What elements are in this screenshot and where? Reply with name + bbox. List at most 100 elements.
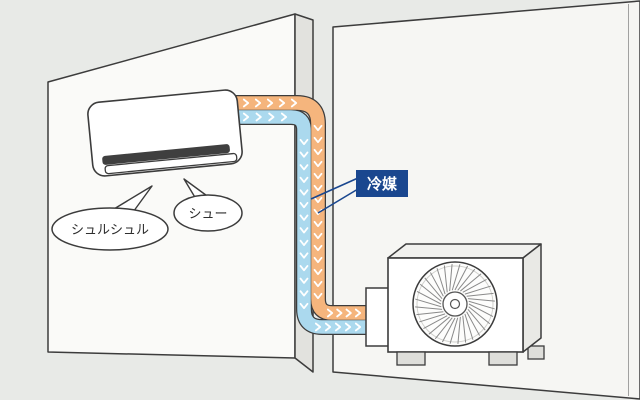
flow-arrow-chevron bbox=[313, 124, 323, 132]
fan-fin-line bbox=[464, 285, 491, 295]
flow-arrow-chevron bbox=[242, 112, 250, 122]
flow-arrows-warm-vertical bbox=[313, 124, 323, 300]
speech-bubble-shu: シュー bbox=[173, 178, 243, 232]
fan-fin-line bbox=[436, 268, 446, 295]
fan-fins bbox=[415, 264, 495, 344]
fan-fin-line bbox=[416, 311, 444, 316]
indoor-unit-vent bbox=[102, 144, 230, 165]
fan-fin-line bbox=[424, 277, 443, 299]
flow-arrow-chevron bbox=[313, 196, 323, 204]
fan-fin-line bbox=[443, 265, 448, 293]
refrigerant-pointer-line-cool bbox=[310, 177, 359, 200]
speech-bubble-body bbox=[51, 207, 169, 251]
flow-arrow-chevron bbox=[313, 136, 323, 144]
pipe-connector-box bbox=[365, 287, 391, 347]
flow-arrow-chevron bbox=[278, 98, 286, 108]
flow-arrow-chevron bbox=[268, 112, 275, 122]
fan-fin-line bbox=[419, 313, 446, 323]
flow-arrow-chevron bbox=[255, 112, 262, 122]
fan-fin-line bbox=[468, 303, 494, 318]
fan-fin-line bbox=[467, 298, 495, 302]
flow-arrow-chevron bbox=[313, 172, 323, 180]
fan-fin-line bbox=[449, 264, 453, 292]
fan-fin-line bbox=[462, 315, 467, 343]
fan-fin-line bbox=[419, 283, 442, 302]
pipe-warm bbox=[232, 96, 384, 320]
flow-arrow-chevron bbox=[345, 308, 352, 318]
flow-arrow-chevron bbox=[313, 256, 323, 264]
flow-arrow-chevron bbox=[299, 164, 309, 171]
flow-arrow-chevron bbox=[299, 151, 309, 158]
fan-fin-line bbox=[468, 300, 495, 310]
flow-arrows-cool-top bbox=[242, 112, 288, 122]
flow-arrows bbox=[242, 98, 362, 332]
flow-arrows-warm-top bbox=[242, 98, 298, 108]
fan-fin-line bbox=[434, 317, 453, 340]
outdoor-unit-foot-right bbox=[488, 351, 518, 366]
flow-arrow-chevron bbox=[299, 290, 309, 297]
fan-fin-line bbox=[466, 292, 494, 297]
fan-fin-line bbox=[415, 306, 443, 310]
fan-fin-line bbox=[457, 268, 476, 291]
flow-arrow-chevron bbox=[354, 322, 362, 332]
indoor-unit-flap bbox=[104, 152, 238, 175]
flow-arrow-chevron bbox=[299, 201, 309, 209]
flow-arrow-chevron bbox=[280, 112, 288, 122]
flow-arrows-cool-vertical bbox=[299, 138, 309, 310]
fan-fin-line bbox=[415, 298, 442, 308]
flow-arrow-chevron bbox=[299, 138, 309, 146]
flow-arrow-chevron bbox=[324, 322, 332, 332]
outdoor-unit-top-face bbox=[387, 243, 542, 259]
flow-arrow-chevron bbox=[314, 322, 322, 332]
flow-arrow-chevron bbox=[313, 244, 323, 252]
flow-arrow-chevron bbox=[290, 98, 298, 108]
fan-fin-line bbox=[416, 290, 442, 305]
speech-bubble-body bbox=[173, 194, 243, 232]
flow-arrow-chevron bbox=[299, 277, 309, 284]
sound-text-shu: シュー bbox=[188, 206, 227, 221]
flow-arrow-chevron bbox=[313, 292, 323, 300]
flow-arrow-chevron bbox=[313, 148, 323, 156]
speech-bubble-shurushuru: シュルシュル bbox=[51, 185, 169, 251]
flow-arrows-cool-bottom bbox=[314, 322, 362, 332]
flow-arrow-chevron bbox=[299, 189, 309, 196]
outdoor-unit bbox=[365, 243, 545, 366]
flow-arrow-chevron bbox=[334, 322, 342, 332]
flow-arrow-chevron bbox=[313, 268, 323, 276]
flow-arrow-chevron bbox=[354, 308, 362, 318]
outdoor-unit-foot-back bbox=[527, 345, 545, 360]
flow-arrow-chevron bbox=[313, 220, 323, 228]
fan-fin-line bbox=[464, 313, 474, 340]
fan-fin-line bbox=[462, 278, 487, 293]
fan-fin-line bbox=[466, 311, 481, 336]
fan-grille-inner-ring bbox=[416, 265, 494, 343]
flow-arrows-warm-bottom bbox=[326, 308, 362, 318]
flow-arrow-chevron bbox=[299, 214, 309, 221]
flow-arrow-chevron bbox=[313, 232, 323, 240]
refrigerant-pointer-line-warm bbox=[317, 188, 359, 214]
fan-fin-line bbox=[423, 315, 448, 330]
flow-arrow-chevron bbox=[299, 239, 309, 247]
fan-fin-line bbox=[451, 264, 461, 291]
outdoor-unit-side-face bbox=[522, 243, 542, 353]
flow-arrow-chevron bbox=[266, 98, 274, 108]
flow-arrow-chevron bbox=[313, 160, 323, 168]
fan-fin-line bbox=[454, 265, 469, 291]
fan-fin-line bbox=[449, 317, 459, 344]
fan-fin-line bbox=[457, 316, 461, 344]
sound-text-shurushuru: シュルシュル bbox=[71, 222, 149, 237]
flow-arrow-chevron bbox=[242, 98, 250, 108]
flow-arrow-chevron bbox=[313, 184, 323, 192]
fan-fin-line bbox=[428, 316, 450, 335]
fan-fin-line bbox=[441, 317, 456, 343]
fan-fin-line bbox=[468, 306, 491, 325]
flow-arrow-chevron bbox=[299, 252, 309, 259]
refrigerant-label-box bbox=[356, 170, 408, 197]
flow-arrow-chevron bbox=[299, 176, 309, 183]
fan-fin-line bbox=[460, 273, 482, 292]
indoor-unit bbox=[87, 89, 243, 177]
flow-arrow-chevron bbox=[299, 302, 309, 310]
fan-fin-line bbox=[467, 309, 486, 331]
